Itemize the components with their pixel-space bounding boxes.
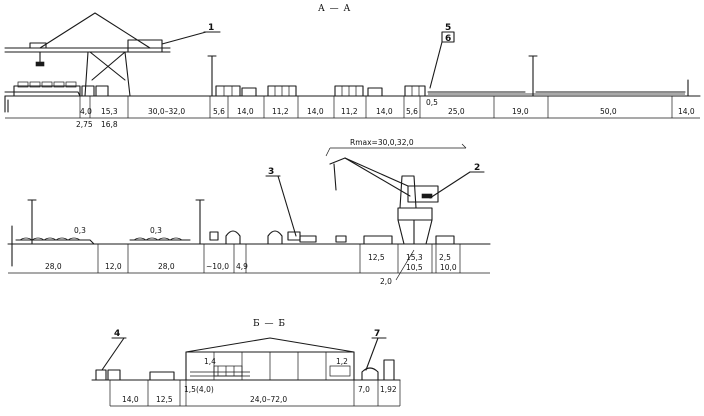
svg-text:6: 6	[445, 34, 451, 44]
svg-text:5,6: 5,6	[213, 107, 225, 116]
svg-text:4,0: 4,0	[80, 107, 92, 116]
callout-3: 3	[265, 167, 297, 237]
svg-text:14,0: 14,0	[307, 107, 324, 116]
svg-text:11,2: 11,2	[272, 107, 289, 116]
svg-text:14,0: 14,0	[376, 107, 393, 116]
section-aa-title: А — А	[318, 4, 351, 14]
section-bb-title: Б — Б	[253, 319, 286, 329]
dim-extra: 0,5	[426, 98, 438, 107]
bulk-cargo-row2	[15, 230, 347, 245]
callout-1: 1	[161, 23, 221, 45]
dimension-row-1: 4,0 15,3 30,0–32,0 5,6 14,0 11,2 14,0 11…	[76, 96, 695, 129]
svg-text:2,5: 2,5	[439, 253, 451, 262]
callout-5-6: 5 6	[429, 23, 455, 89]
svg-text:5: 5	[445, 23, 451, 33]
svg-text:2,75: 2,75	[76, 120, 93, 129]
svg-text:25,0: 25,0	[448, 107, 465, 116]
svg-text:12,5: 12,5	[156, 395, 173, 404]
svg-text:4: 4	[114, 329, 120, 339]
container-gantry-crane	[4, 12, 171, 97]
truck-group	[95, 359, 395, 381]
rail-platform	[427, 91, 686, 95]
svg-text:50,0: 50,0	[600, 107, 617, 116]
svg-text:10,0: 10,0	[440, 263, 457, 272]
svg-text:16,8: 16,8	[101, 120, 118, 129]
svg-text:11,2: 11,2	[341, 107, 358, 116]
svg-text:10,5: 10,5	[406, 263, 423, 272]
svg-text:4,9: 4,9	[236, 262, 248, 271]
callout-7: 7	[365, 329, 387, 371]
svg-text:12,0: 12,0	[105, 262, 122, 271]
light-mast-row2	[27, 199, 205, 245]
svg-text:12,5: 12,5	[368, 253, 385, 262]
warehouse	[185, 337, 355, 381]
mark-1-2: 1,2	[336, 357, 348, 366]
svg-text:3: 3	[268, 167, 274, 177]
crane-radius: Rmax=30,0,32,0	[350, 138, 414, 147]
callout-4: 4	[101, 329, 127, 371]
svg-text:(4,0): (4,0)	[196, 385, 214, 394]
svg-text:2: 2	[474, 163, 480, 173]
svg-text:1,92: 1,92	[380, 385, 397, 394]
svg-text:1: 1	[208, 23, 214, 33]
svg-text:15,3: 15,3	[101, 107, 118, 116]
mark-0-3-b: 0,3	[150, 226, 162, 235]
svg-text:14,0: 14,0	[678, 107, 695, 116]
svg-text:7,0: 7,0	[358, 385, 370, 394]
light-mast	[207, 55, 689, 97]
svg-text:14,0: 14,0	[237, 107, 254, 116]
dimension-row-2: 28,0 12,0 28,0 ~10,0 4,9 12,5 15,3 2,5 1…	[45, 244, 461, 286]
svg-text:5,6: 5,6	[406, 107, 418, 116]
svg-text:28,0: 28,0	[45, 262, 62, 271]
svg-text:19,0: 19,0	[512, 107, 529, 116]
svg-text:~10,0: ~10,0	[206, 262, 229, 271]
svg-text:28,0: 28,0	[158, 262, 175, 271]
svg-text:15,3: 15,3	[406, 253, 423, 262]
callout-2: 2	[429, 163, 485, 199]
portal-crane: Rmax=30,0,32,0	[325, 138, 467, 245]
svg-text:7: 7	[374, 329, 380, 339]
svg-text:24,0–72,0: 24,0–72,0	[250, 395, 287, 404]
container-stacks-row1	[215, 85, 426, 97]
svg-text:30,0–32,0: 30,0–32,0	[148, 107, 185, 116]
mark-1-4: 1,4	[204, 357, 216, 366]
svg-text:14,0: 14,0	[122, 395, 139, 404]
svg-text:1,5: 1,5	[184, 385, 196, 394]
ship-hull	[13, 81, 81, 97]
row2-ground	[7, 225, 491, 274]
mark-0-3-a: 0,3	[74, 226, 86, 235]
dimension-row-3: 14,0 12,5 1,5 (4,0) 24,0–72,0 7,0 1,92	[109, 380, 401, 406]
row3-ground	[91, 379, 401, 407]
svg-text:2,0: 2,0	[380, 277, 392, 286]
